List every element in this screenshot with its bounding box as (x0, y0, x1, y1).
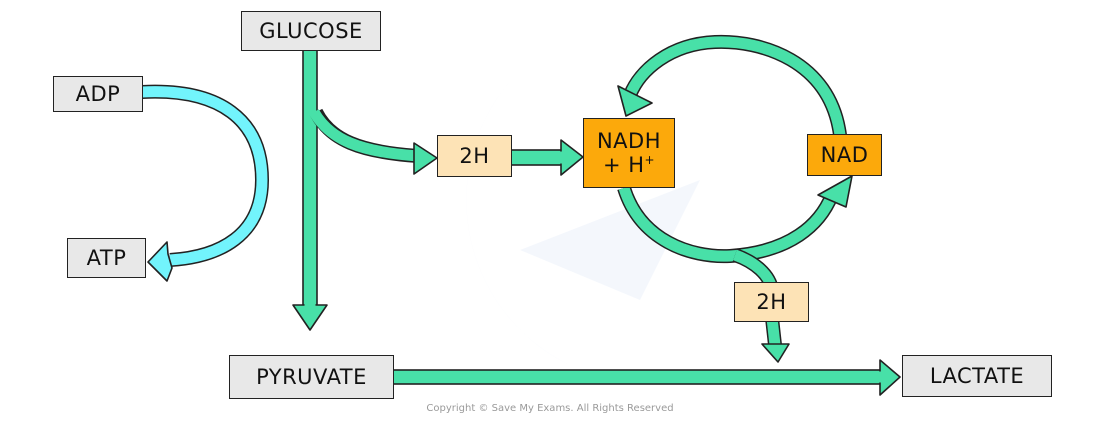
node-nad: NAD (807, 134, 882, 176)
arrow-nadh-to-nad (617, 175, 853, 264)
node-glucose: GLUCOSE (241, 11, 381, 51)
arrow-glucose-to-2h (309, 108, 438, 175)
arrow-pyruvate-to-lactate (392, 359, 901, 396)
nadh-line1: NADH (596, 128, 662, 153)
arrow-2h-to-nadh (510, 139, 584, 176)
node-2h-left: 2H (437, 135, 512, 177)
node-atp: ATP (67, 238, 146, 278)
arrow-glucose-to-pyruvate (292, 49, 328, 331)
arrow-adp-to-atp (141, 84, 270, 282)
node-2h-right: 2H (734, 282, 809, 322)
watermark-logo (466, 40, 740, 384)
node-pyruvate: PYRUVATE (229, 355, 394, 399)
node-nadh: NADH + H+ (583, 118, 675, 188)
nadh-line2: + H+ (602, 153, 656, 177)
node-adp: ADP (53, 76, 143, 112)
arrow-nad-to-nadh (617, 34, 847, 137)
plus-superscript: + (644, 153, 656, 167)
node-lactate: LACTATE (902, 355, 1052, 397)
copyright-notice: Copyright © Save My Exams. All Rights Re… (426, 403, 674, 414)
